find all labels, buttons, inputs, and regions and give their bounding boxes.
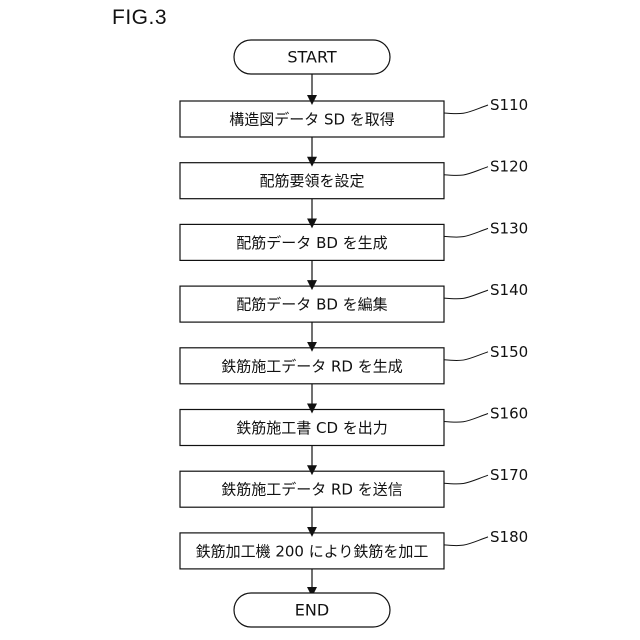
process-box: 配筋データ BD を生成 S130 xyxy=(180,219,528,260)
step-leader-line xyxy=(444,537,488,546)
step-id-label: S180 xyxy=(490,528,528,546)
process-box-text: 配筋データ BD を生成 xyxy=(236,234,387,252)
process-box-text: 鉄筋施工データ RD を送信 xyxy=(221,481,403,499)
end-label: END xyxy=(295,601,329,620)
step-id-label: S120 xyxy=(490,158,528,176)
process-box-text: 鉄筋施工データ RD を生成 xyxy=(221,357,403,375)
start-label: START xyxy=(287,48,337,67)
process-steps: 構造図データ SD を取得 S110 配筋要領を設定 S120 配筋データ BD を生成… xyxy=(180,96,528,569)
process-box-text: 鉄筋加工機 200 により鉄筋を加工 xyxy=(196,542,429,560)
step-leader-line xyxy=(444,290,488,299)
step-leader-line xyxy=(444,167,488,176)
process-box: 鉄筋加工機 200 により鉄筋を加工 S180 xyxy=(180,528,528,569)
process-box-text: 鉄筋施工書 CD を出力 xyxy=(236,419,388,437)
end-terminal: END xyxy=(234,593,390,627)
step-id-label: S150 xyxy=(490,343,528,361)
process-box: 配筋データ BD を編集 S140 xyxy=(180,281,528,322)
step-id-label: S160 xyxy=(490,405,528,423)
step-leader-line xyxy=(444,105,488,114)
step-id-label: S130 xyxy=(490,219,528,237)
process-box: 鉄筋施工データ RD を生成 S150 xyxy=(180,343,528,384)
process-box: 鉄筋施工書 CD を出力 S160 xyxy=(180,405,528,446)
step-id-label: S140 xyxy=(490,281,528,299)
step-leader-line xyxy=(444,228,488,237)
step-id-label: S110 xyxy=(490,96,528,114)
process-box-text: 配筋データ BD を編集 xyxy=(236,296,387,314)
process-box-text: 構造図データ SD を取得 xyxy=(229,111,395,129)
process-box: 配筋要領を設定 S120 xyxy=(180,158,528,199)
start-terminal: START xyxy=(234,40,390,74)
step-leader-line xyxy=(444,414,488,423)
process-box: 鉄筋施工データ RD を送信 S170 xyxy=(180,466,528,507)
process-box-text: 配筋要領を設定 xyxy=(259,172,364,190)
step-leader-line xyxy=(444,352,488,361)
step-id-label: S170 xyxy=(490,466,528,484)
process-box: 構造図データ SD を取得 S110 xyxy=(180,96,528,137)
step-leader-line xyxy=(444,475,488,484)
